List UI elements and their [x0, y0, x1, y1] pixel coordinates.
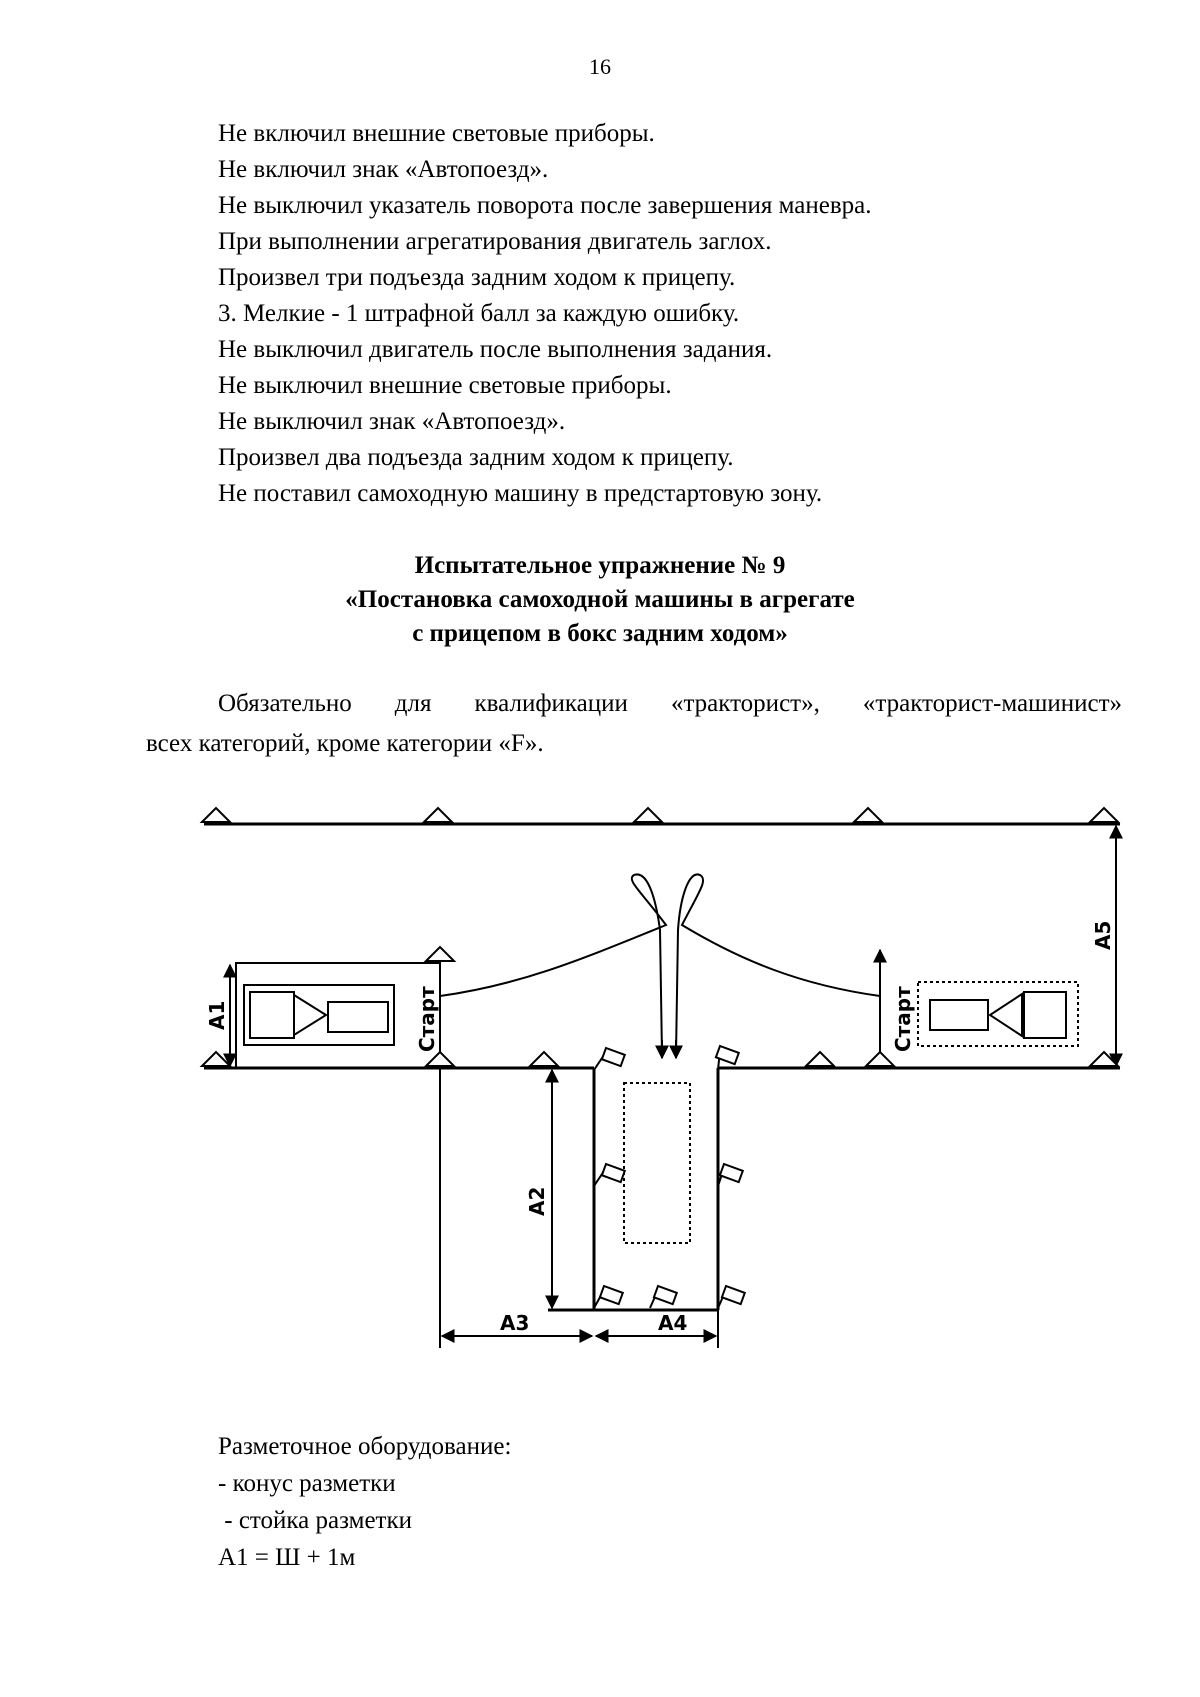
- label-a2: A2: [525, 1187, 549, 1216]
- flag-post-icon: [717, 1162, 745, 1187]
- label-a5: A5: [1091, 921, 1115, 950]
- penalty-line: Не выключил указатель поворота после зав…: [218, 192, 872, 219]
- label-a4: A4: [658, 1311, 687, 1335]
- exercise-title-line: Испытательное упражнение № 9: [414, 552, 786, 579]
- left-vehicle-body: [249, 991, 295, 1039]
- equipment-heading: Разметочное оборудование:: [218, 1433, 512, 1460]
- flag-post-icon: [649, 1284, 679, 1309]
- penalty-category-heading: 3. Мелкие - 1 штрафной балл за каждую ош…: [218, 300, 740, 327]
- exercise-title: Испытательное упражнение № 9 «Постановка…: [0, 549, 1200, 651]
- cone-icon: [421, 806, 455, 823]
- label-start-left: Старт: [415, 986, 439, 1052]
- cone-icon: [527, 1050, 561, 1067]
- right-vehicle-hitch: [988, 992, 1023, 1038]
- cone-icon: [1087, 1050, 1121, 1067]
- flag-post-icon: [593, 1162, 627, 1187]
- penalty-line: Произвел три подъезда задним ходом к при…: [218, 264, 736, 291]
- penalty-line: Не выключил двигатель после выполнения з…: [218, 336, 773, 363]
- left-vehicle-frame: [243, 984, 395, 1046]
- penalty-list: Не включил внешние световые приборы. Не …: [218, 116, 872, 512]
- cone-icon: [423, 945, 457, 962]
- flag-post-icon: [593, 1046, 627, 1071]
- left-start-zone: [235, 962, 441, 1069]
- cone-icon: [803, 1050, 837, 1067]
- cone-icon: [199, 806, 233, 823]
- cone-icon: [423, 1050, 457, 1067]
- exercise-intro: Обязательно для квалификации «тракторист…: [146, 684, 1122, 764]
- cone-icon: [631, 806, 665, 823]
- cone-icon: [199, 1050, 233, 1067]
- cone-icon: [863, 1050, 897, 1067]
- marking-equipment: Разметочное оборудование: - конус размет…: [218, 1428, 511, 1576]
- equipment-formula: А1 = Ш + 1м: [218, 1544, 356, 1571]
- penalty-line: Не включил внешние световые приборы.: [218, 120, 655, 147]
- penalty-line: Не выключил знак «Автопоезд».: [218, 408, 566, 435]
- penalty-line: При выполнении агрегатирования двигатель…: [218, 228, 772, 255]
- penalty-line: Не включил знак «Автопоезд».: [218, 156, 549, 183]
- right-start-zone: [917, 981, 1079, 1047]
- right-vehicle-body: [1023, 991, 1067, 1039]
- label-a3: A3: [500, 1311, 529, 1335]
- right-trailer: [929, 999, 989, 1031]
- approach-path-left: [439, 873, 668, 1056]
- flag-post-icon: [717, 1284, 747, 1309]
- equipment-item: - конус разметки: [218, 1470, 396, 1497]
- intro-line: всех категорий, кроме категории «F».: [146, 730, 544, 757]
- approach-path-right: [675, 873, 881, 1056]
- intro-line: Обязательно для квалификации «тракторист…: [218, 690, 1122, 717]
- flag-post-icon: [714, 1044, 741, 1071]
- left-vehicle-hitch: [293, 993, 328, 1037]
- exercise-title-line: с прицепом в бокс задним ходом»: [412, 620, 788, 647]
- cone-icon: [1087, 806, 1121, 823]
- penalty-line: Произвел два подъезда задним ходом к при…: [218, 444, 734, 471]
- label-start-right: Старт: [891, 986, 915, 1052]
- equipment-item: - стойка разметки: [218, 1507, 412, 1534]
- exercise-title-line: «Постановка самоходной машины в агрегате: [345, 586, 855, 613]
- box-target-area: [623, 1082, 691, 1244]
- label-a1: A1: [205, 1001, 229, 1030]
- penalty-line: Не поставил самоходную машину в предстар…: [218, 480, 823, 507]
- penalty-line: Не выключил внешние световые приборы.: [218, 372, 672, 399]
- page-number: 16: [589, 54, 611, 79]
- left-trailer: [327, 1001, 389, 1033]
- flag-post-icon: [593, 1284, 625, 1309]
- cone-icon: [851, 806, 885, 823]
